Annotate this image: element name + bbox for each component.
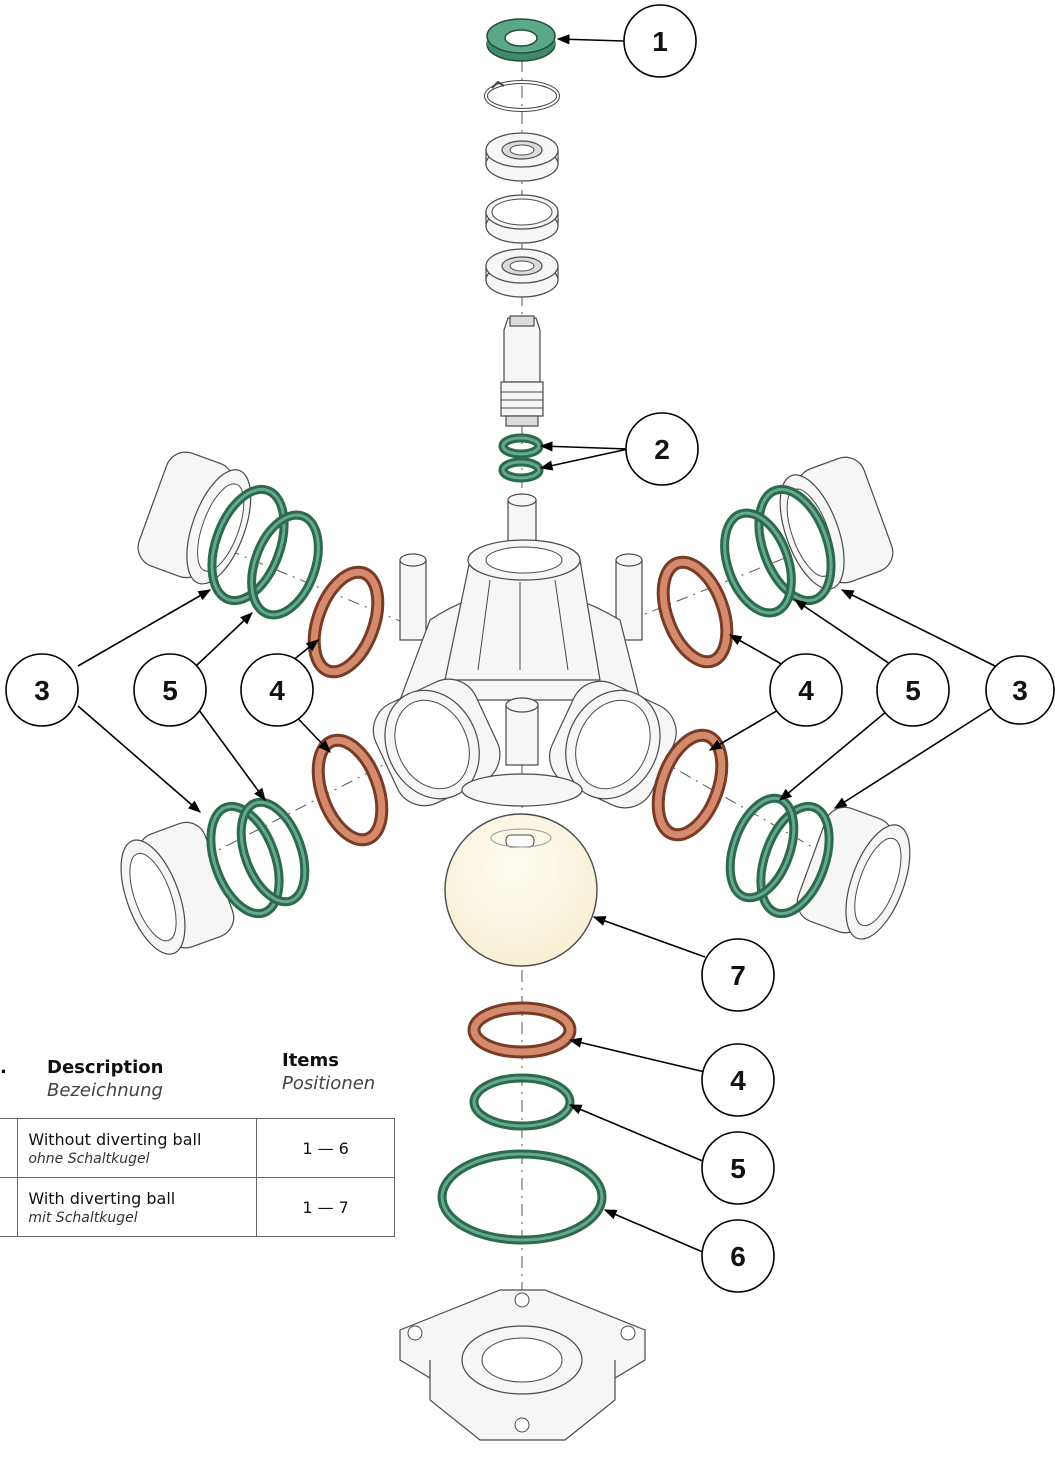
row-description-de: mit Schaltkugel xyxy=(28,1209,138,1226)
valve-shaft xyxy=(500,315,544,427)
callout-3-left: 3 xyxy=(5,653,79,727)
seat-ring-bottom-part-4 xyxy=(467,1001,577,1059)
valve-body xyxy=(372,493,677,809)
o-ring-bottom-part-5 xyxy=(469,1073,575,1131)
items-header-en: Items xyxy=(282,1050,339,1071)
table-cell-code xyxy=(0,1118,19,1178)
bearing-upper xyxy=(485,132,559,182)
o-ring-lower-left-part-3 xyxy=(206,801,284,919)
table-cell-code xyxy=(0,1177,19,1237)
description-column-header: Description Bezeichnung xyxy=(47,1057,163,1101)
o-ring-lower-right-part-5 xyxy=(725,793,799,903)
items-column-header: Items Positionen xyxy=(282,1050,375,1094)
seat-ring-upper-right-part-4 xyxy=(656,555,734,669)
o-ring-lower-right-part-3 xyxy=(756,801,834,919)
o-ring-lower-left-part-5 xyxy=(236,797,310,907)
seat-ring-upper-left-part-4 xyxy=(307,565,385,679)
seat-ring-lower-right-part-4 xyxy=(651,728,729,842)
svg-text:5: 5 xyxy=(905,675,921,706)
spacer-ring xyxy=(485,194,559,244)
callout-5-left: 5 xyxy=(133,653,207,727)
o-ring-upper-left-part-5 xyxy=(247,510,323,620)
table-row: With diverting ball mit Schaltkugel 1 — … xyxy=(0,1177,395,1237)
union-end-lower-left xyxy=(120,821,235,955)
svg-text:5: 5 xyxy=(730,1153,746,1184)
shaft-seal-part-1 xyxy=(486,18,556,62)
diverting-ball-part-7 xyxy=(444,813,598,967)
seat-ring-lower-left-part-4 xyxy=(311,733,389,847)
leader-lines xyxy=(77,34,996,1254)
svg-text:7: 7 xyxy=(730,960,746,991)
callout-4-left: 4 xyxy=(240,653,314,727)
o-ring-upper-left-part-3 xyxy=(207,484,289,606)
code-column-header: . xyxy=(0,1057,7,1078)
svg-text:1: 1 xyxy=(652,26,668,57)
row-description-de: ohne Schaltkugel xyxy=(28,1150,150,1167)
svg-text:3: 3 xyxy=(1012,675,1028,706)
callout-3-right: 3 xyxy=(985,655,1055,725)
callout-2: 2 xyxy=(625,412,699,486)
union-end-lower-right xyxy=(796,806,911,940)
svg-text:2: 2 xyxy=(654,434,670,465)
o-ring-upper-right-part-5 xyxy=(720,508,796,618)
description-header-de: Bezeichnung xyxy=(47,1080,163,1101)
description-header-en: Description xyxy=(47,1057,164,1078)
callout-4-right: 4 xyxy=(769,653,843,727)
table-cell-description: With diverting ball mit Schaltkugel xyxy=(17,1177,258,1237)
svg-text:4: 4 xyxy=(730,1065,746,1096)
callout-7: 7 xyxy=(701,938,775,1012)
bearing-lower xyxy=(485,248,559,298)
svg-text:3: 3 xyxy=(34,675,50,706)
row-description-en: Without diverting ball xyxy=(28,1129,202,1149)
base-flange xyxy=(399,1289,646,1441)
body-o-ring-part-6 xyxy=(437,1149,607,1245)
shaft-o-rings-part-2 xyxy=(498,433,544,483)
svg-text:4: 4 xyxy=(798,675,814,706)
svg-text:4: 4 xyxy=(269,675,285,706)
callout-4-bottom: 4 xyxy=(701,1043,775,1117)
snap-ring xyxy=(484,80,560,112)
table-cell-items: 1 — 7 xyxy=(256,1177,395,1237)
callout-6: 6 xyxy=(701,1219,775,1293)
kit-table-grid: Without diverting ball ohne Schaltkugel … xyxy=(0,1118,395,1237)
table-cell-items: 1 — 6 xyxy=(256,1118,395,1178)
union-end-upper-left xyxy=(137,451,252,585)
table-cell-description: Without diverting ball ohne Schaltkugel xyxy=(17,1118,258,1178)
row-description-en: With diverting ball xyxy=(28,1188,176,1208)
callout-1: 1 xyxy=(623,4,697,78)
svg-text:5: 5 xyxy=(162,675,178,706)
o-ring-upper-right-part-3 xyxy=(754,484,836,606)
items-header-de: Positionen xyxy=(282,1073,376,1094)
table-row: Without diverting ball ohne Schaltkugel … xyxy=(0,1118,395,1178)
callout-5-right: 5 xyxy=(876,653,950,727)
callout-5-bottom: 5 xyxy=(701,1131,775,1205)
svg-text:6: 6 xyxy=(730,1241,746,1272)
